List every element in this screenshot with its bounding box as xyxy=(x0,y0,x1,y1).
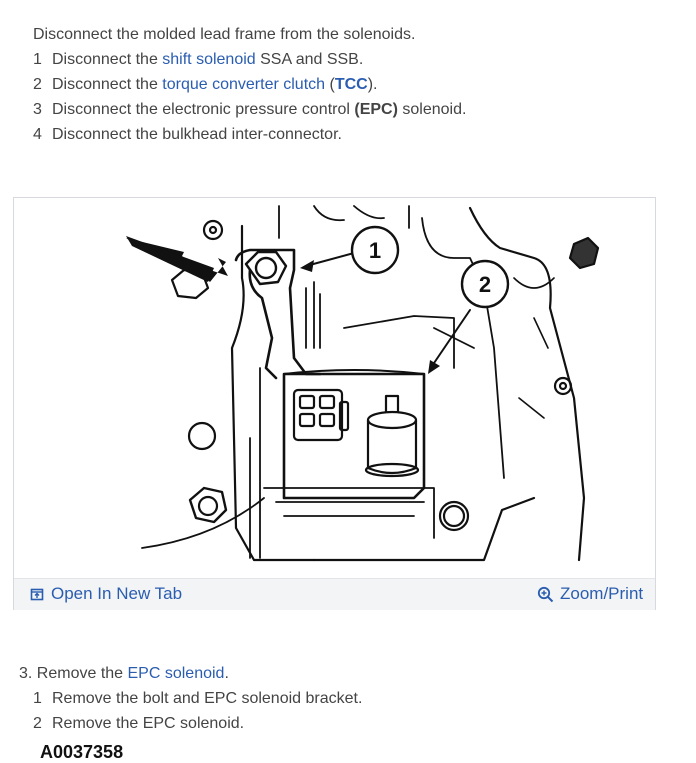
step-text: Disconnect the electronic pressure contr… xyxy=(52,101,355,118)
open-in-new-tab-label: Open In New Tab xyxy=(51,584,183,603)
step-1: 1 Disconnect the shift solenoid SSA and S… xyxy=(33,50,363,70)
figure-toolbar: Open In New Tab Zoom/Print xyxy=(14,578,655,610)
callout-2-label: 2 xyxy=(479,272,491,297)
step-number: 1 xyxy=(33,51,42,68)
next-step: 3. Remove the EPC solenoid. xyxy=(19,664,229,684)
open-in-new-tab-button[interactable]: Open In New Tab xyxy=(30,584,182,604)
epc-abbrev: (EPC) xyxy=(354,101,398,118)
step-number: 2 xyxy=(33,76,42,93)
step-number: 3 xyxy=(33,101,42,118)
step-3: 3 Disconnect the electronic pressure cont… xyxy=(33,100,466,120)
callout-1-label: 1 xyxy=(369,238,381,263)
step-text: ( xyxy=(325,76,335,93)
shift-solenoid-link[interactable]: shift solenoid xyxy=(162,51,256,68)
step-text: ). xyxy=(367,76,378,93)
step-text: Disconnect the xyxy=(52,76,163,93)
step-text: SSA and SSB. xyxy=(255,51,364,68)
step-number: 2 xyxy=(33,715,42,732)
intro-text: Disconnect the molded lead frame from th… xyxy=(33,26,416,43)
step-text: solenoid. xyxy=(397,101,467,118)
torque-converter-clutch-link[interactable]: torque converter clutch xyxy=(162,76,326,93)
step-text: Disconnect the xyxy=(52,51,163,68)
solenoid-diagram: 1 2 xyxy=(126,205,600,562)
callout-2-circle xyxy=(460,259,510,309)
figure-caption: A0037358 xyxy=(40,742,124,762)
step-number: 4 xyxy=(33,126,42,143)
step-number: 1 xyxy=(33,690,42,707)
step-text: Remove the bolt and EPC solenoid bracket… xyxy=(52,690,363,707)
step-text: 3. Remove the xyxy=(19,665,128,682)
step-4: 4 Disconnect the bulkhead inter-connector… xyxy=(33,125,342,145)
step-text: Disconnect the bulkhead inter-connector. xyxy=(52,126,342,143)
open-new-tab-icon xyxy=(30,588,44,600)
step-text: Remove the EPC solenoid. xyxy=(52,715,245,732)
epc-solenoid-link[interactable]: EPC solenoid xyxy=(127,665,225,682)
step-text: . xyxy=(224,665,229,682)
solenoid-figure: 1 2 A0037358 xyxy=(13,197,656,762)
next-substep-2: 2 Remove the EPC solenoid. xyxy=(33,714,244,734)
zoom-icon xyxy=(537,586,554,602)
next-substep-1: 1 Remove the bolt and EPC solenoid bracke… xyxy=(33,689,362,709)
callout-1-circle xyxy=(350,225,400,275)
zoom-print-button[interactable]: Zoom/Print xyxy=(537,584,643,604)
tcc-link[interactable]: TCC xyxy=(334,76,368,93)
zoom-print-label: Zoom/Print xyxy=(560,584,644,603)
